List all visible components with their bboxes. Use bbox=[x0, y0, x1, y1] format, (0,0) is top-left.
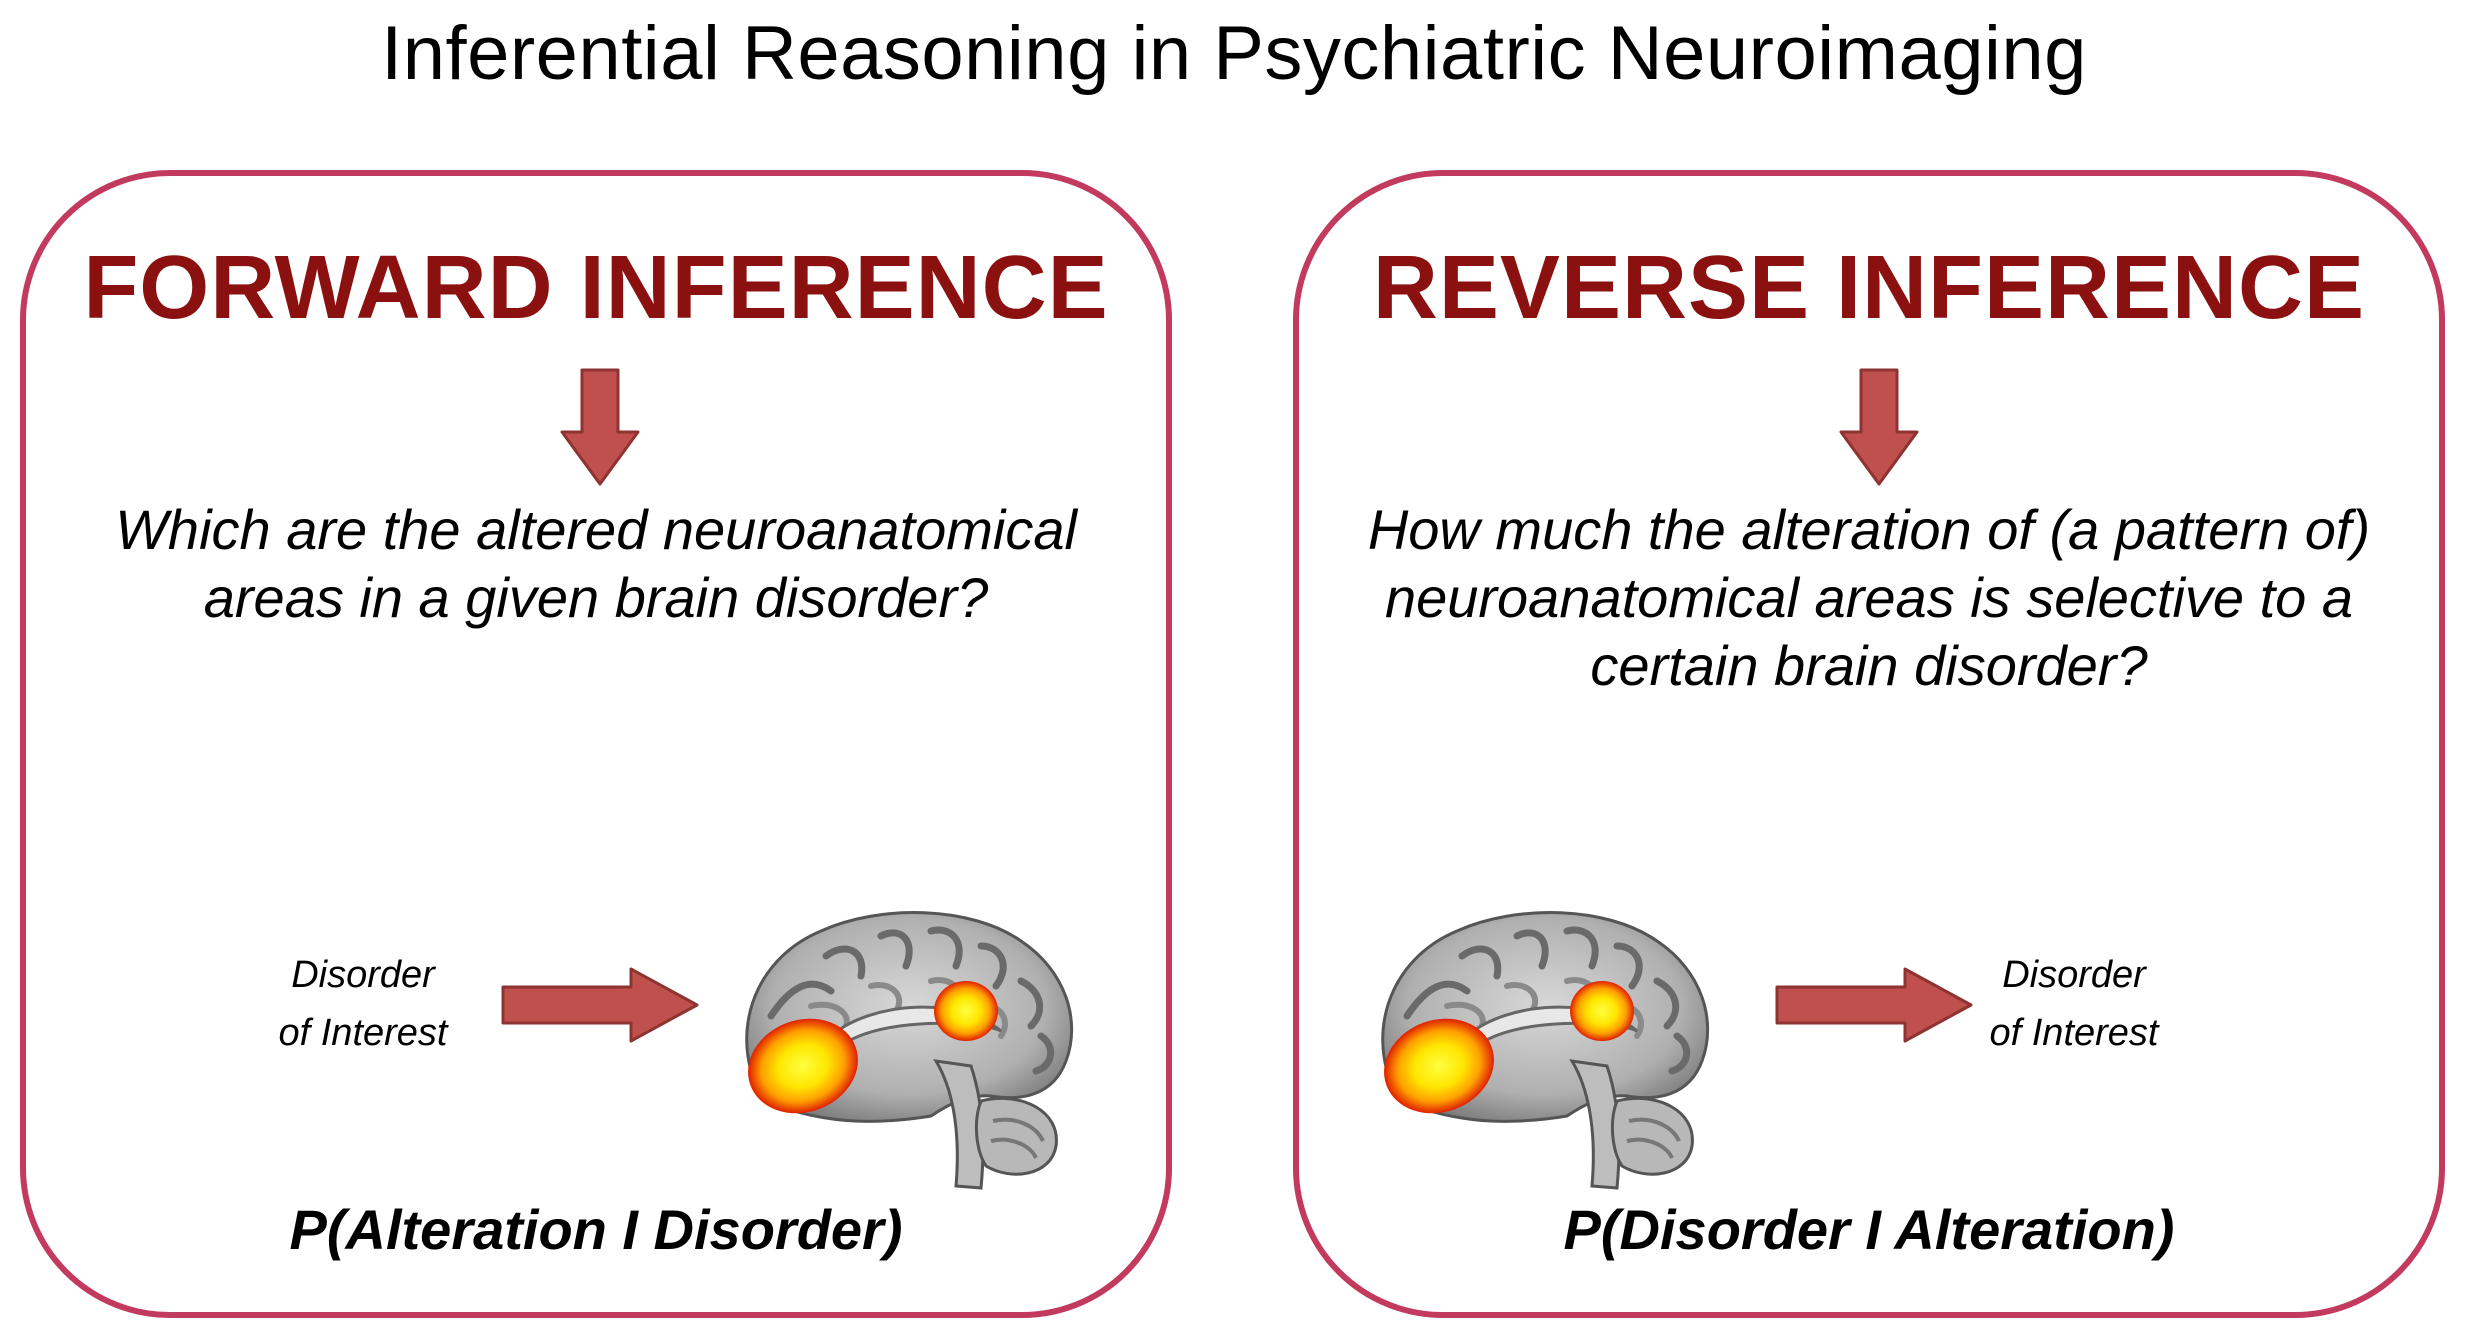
question-line: areas in a given brain disorder? bbox=[203, 566, 989, 629]
disorder-of-interest-label: Disorder of Interest bbox=[248, 946, 478, 1062]
forward-inference-panel: FORWARD INFERENCE Which are the altered … bbox=[20, 170, 1172, 1318]
question-line: How much the alteration of (a pattern of… bbox=[1367, 498, 2371, 561]
reverse-probability-formula: P(Disorder I Alteration) bbox=[1563, 1198, 2175, 1261]
down-arrow-icon bbox=[1839, 368, 1919, 486]
reverse-inference-heading: REVERSE INFERENCE bbox=[1372, 238, 2366, 338]
reverse-inference-panel: REVERSE INFERENCE How much the alteratio… bbox=[1293, 170, 2445, 1318]
disorder-label-line: of Interest bbox=[278, 1012, 448, 1054]
down-arrow-icon bbox=[560, 368, 640, 486]
question-line: neuroanatomical areas is selective to a bbox=[1384, 566, 2354, 629]
disorder-label-line: of Interest bbox=[1989, 1012, 2159, 1054]
disorder-label-line: Disorder bbox=[2002, 954, 2146, 996]
reverse-question: How much the alteration of (a pattern of… bbox=[1299, 496, 2439, 700]
right-arrow-icon bbox=[1775, 967, 1973, 1043]
disorder-label-line: Disorder bbox=[291, 954, 435, 996]
question-line: Which are the altered neuroanatomical bbox=[115, 498, 1077, 561]
question-line: certain brain disorder? bbox=[1590, 634, 2148, 697]
brain-sagittal-icon bbox=[745, 911, 1074, 1190]
brain-sagittal-icon bbox=[1381, 911, 1710, 1190]
right-arrow-icon bbox=[501, 967, 699, 1043]
forward-inference-heading: FORWARD INFERENCE bbox=[83, 238, 1109, 338]
forward-probability-formula: P(Alteration I Disorder) bbox=[289, 1198, 903, 1261]
forward-question: Which are the altered neuroanatomical ar… bbox=[26, 496, 1166, 632]
disorder-of-interest-label: Disorder of Interest bbox=[1959, 946, 2189, 1062]
diagram-title: Inferential Reasoning in Psychiatric Neu… bbox=[381, 11, 2087, 96]
